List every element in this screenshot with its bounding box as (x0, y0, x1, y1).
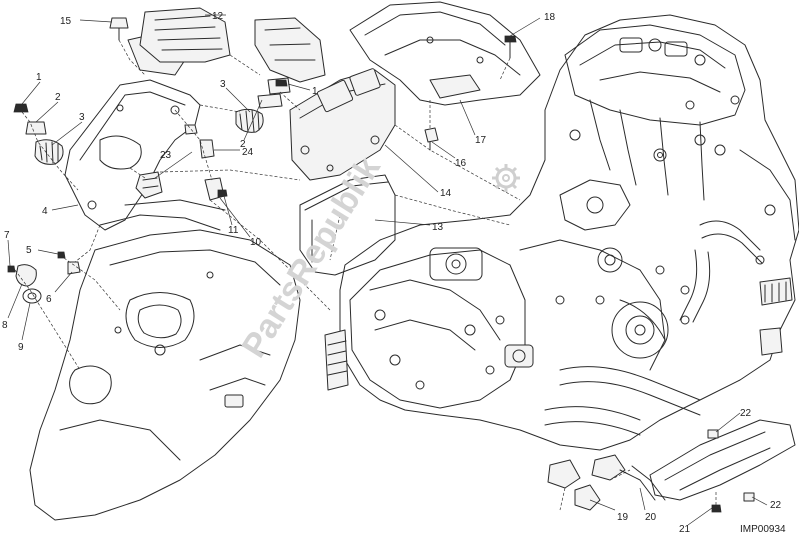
callout-16: 16 (455, 158, 467, 169)
parts-1-2-3-left (13, 103, 64, 165)
screw-18 (504, 35, 517, 59)
watermark-text: PartsRepublik (235, 150, 388, 364)
callout-3-right: 3 (220, 79, 226, 90)
shield-17 (349, 1, 541, 106)
callout-8: 8 (2, 320, 8, 331)
callout-20: 20 (645, 512, 657, 523)
mounting-bracket (64, 34, 201, 231)
callout-21: 21 (679, 524, 691, 535)
callout-2-right: 2 (240, 139, 246, 150)
callout-17: 17 (475, 135, 487, 146)
watermark: PartsRepublik (235, 150, 388, 364)
connector-12 (139, 7, 326, 83)
callout-5: 5 (26, 245, 32, 256)
callout-12: 12 (212, 11, 224, 22)
plate-22 (649, 419, 796, 502)
parts-23-24 (135, 124, 215, 199)
callout-13: 13 (432, 222, 444, 233)
parts-5-to-9 (7, 251, 81, 304)
callout-3-left: 3 (79, 112, 85, 123)
callout-18: 18 (544, 12, 556, 23)
callout-19: 19 (617, 512, 629, 523)
screw-1-right (275, 79, 288, 87)
callout-2-left: 2 (55, 92, 61, 103)
callout-4: 4 (42, 206, 48, 217)
ecu-14 (289, 68, 396, 181)
reference-code: IMP00934 (740, 524, 786, 535)
screw-15 (109, 17, 129, 41)
callout-10: 10 (250, 237, 262, 248)
callout-labels: 15 12 1 2 3 3 1 2 23 24 4 11 10 7 5 6 8 … (2, 11, 782, 535)
callout-7: 7 (4, 230, 10, 241)
parts-10-11 (204, 177, 228, 201)
ecu-cover-13 (299, 174, 396, 276)
callout-9: 9 (18, 342, 24, 353)
gear-icon (492, 164, 520, 192)
engine-assembly (324, 14, 799, 451)
callout-22-lower: 22 (770, 500, 782, 511)
parts-19-20 (547, 454, 666, 511)
callout-14: 14 (440, 188, 452, 199)
leader-lines (7, 14, 768, 526)
callout-24: 24 (242, 147, 254, 158)
screw-21 (711, 504, 722, 513)
lower-left-cover (29, 199, 301, 521)
callout-22-upper: 22 (740, 408, 752, 419)
clip-16 (424, 127, 439, 151)
callout-1-left: 1 (36, 72, 42, 83)
callout-15: 15 (60, 16, 72, 27)
callout-1-right: 1 (312, 86, 318, 97)
callout-23: 23 (160, 150, 172, 161)
callout-11: 11 (228, 225, 239, 236)
callout-6: 6 (46, 294, 52, 305)
